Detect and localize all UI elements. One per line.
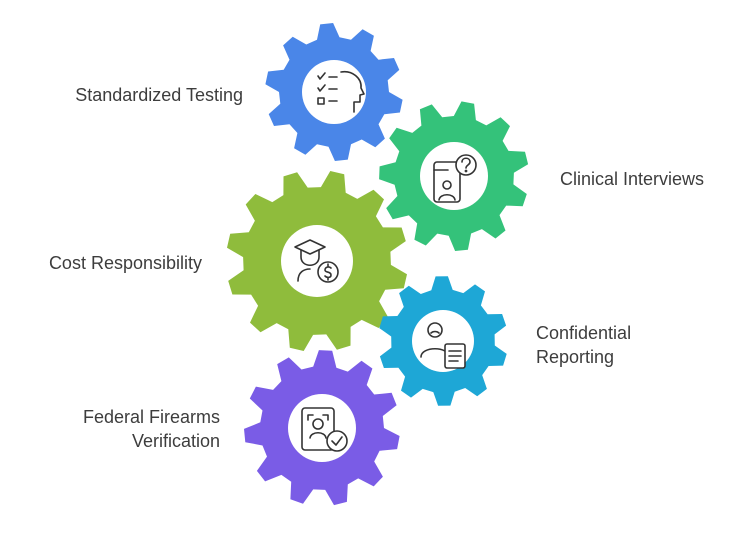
gear-confidential-reporting: [379, 276, 507, 406]
label-line: Federal Firearms: [82, 407, 220, 427]
id-check-icon: [301, 407, 348, 452]
person-document-icon: [420, 322, 466, 369]
gear-hub: [420, 142, 488, 210]
label-line: Standardized Testing: [75, 85, 243, 105]
label-federal-firearms-verification: Federal Firearms Verification: [83, 405, 220, 453]
label-line: Cost Responsibility: [48, 253, 202, 273]
checklist-head-icon: [317, 70, 365, 113]
label-cost-responsibility: Cost Responsibility: [49, 251, 202, 275]
gear-hub: [281, 225, 353, 297]
gear-cost-responsibility: [227, 171, 407, 351]
gear-hub: [302, 60, 366, 124]
label-clinical-interviews: Clinical Interviews: [560, 167, 704, 191]
gear-federal-firearms-verification: [244, 350, 400, 506]
phone-question-person-icon: [433, 154, 477, 203]
label-confidential-reporting: Confidential Reporting: [536, 321, 631, 369]
label-line: Verification: [131, 431, 220, 451]
label-line: Confidential: [536, 323, 632, 343]
graduate-dollar-icon: [294, 239, 339, 283]
gear-standardized-testing: [265, 23, 403, 161]
label-line: Reporting: [536, 347, 615, 367]
gear-clinical-interviews: [379, 101, 529, 252]
label-line: Clinical Interviews: [560, 169, 705, 189]
label-standardized-testing: Standardized Testing: [75, 83, 243, 107]
